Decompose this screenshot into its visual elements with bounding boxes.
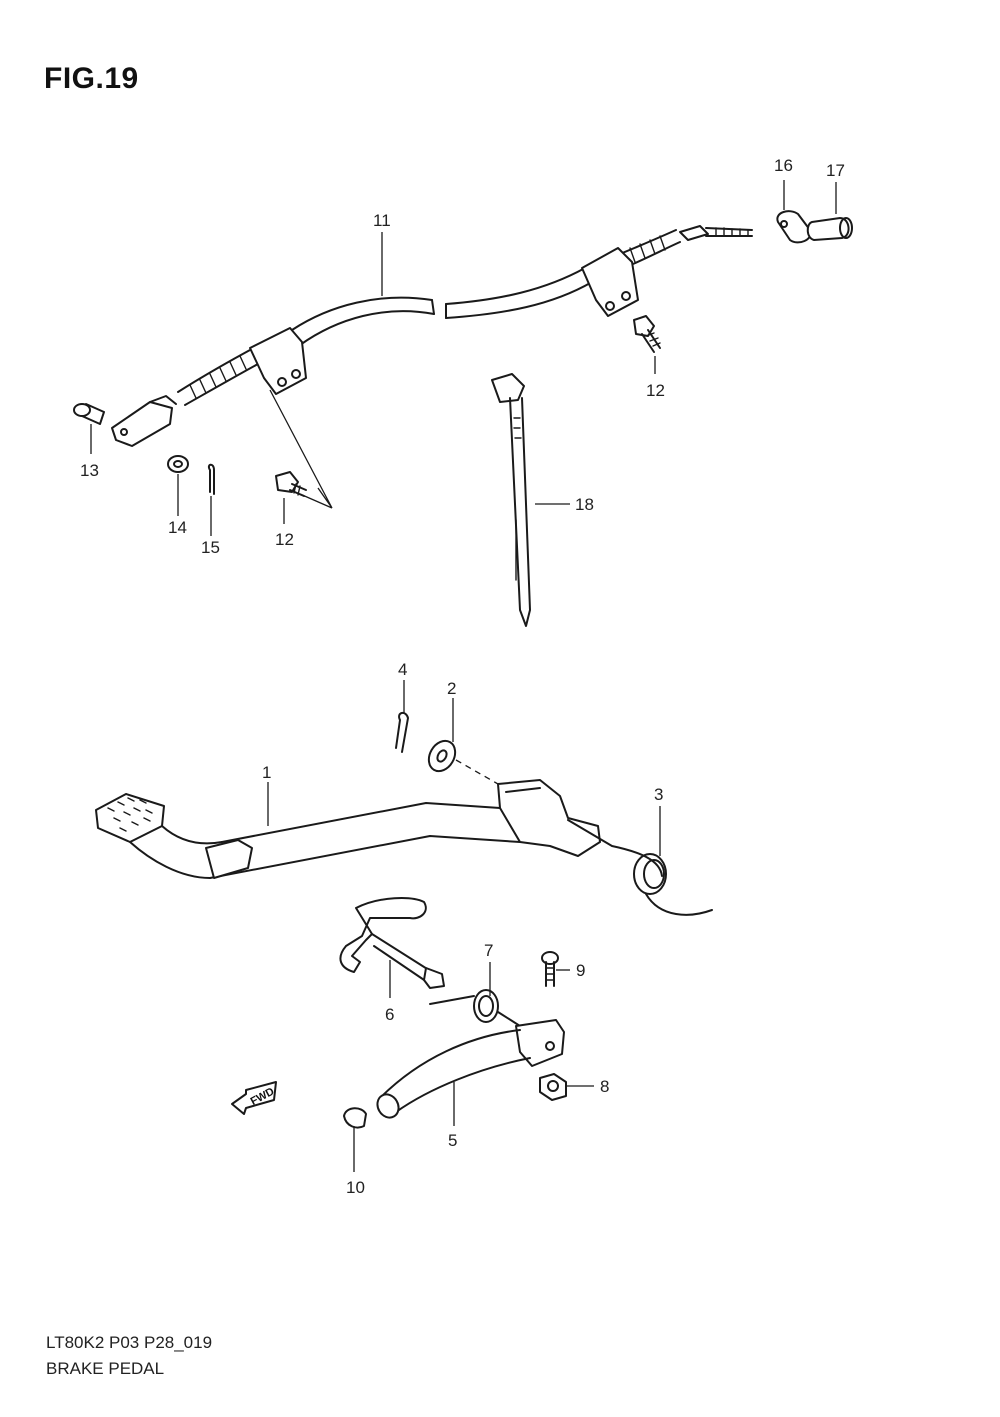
callout-18: 18	[575, 495, 594, 514]
callout-2: 2	[447, 679, 456, 698]
brake-pedal	[95, 779, 601, 879]
cap-10	[343, 1107, 367, 1129]
callout-labels: 1 2 3 4 5 6 7 8 9 10 11 12 12 13 14 15 1…	[80, 156, 845, 1197]
footer-code: LT80K2 P03 P28_019	[46, 1333, 213, 1352]
callout-11: 11	[373, 211, 391, 230]
callout-5: 5	[448, 1131, 457, 1150]
callout-4: 4	[398, 660, 407, 679]
leader-lines	[90, 180, 837, 1172]
callout-13: 13	[80, 461, 99, 480]
return-spring-3	[567, 819, 713, 916]
spring-7	[429, 989, 521, 1027]
callout-9: 9	[576, 961, 585, 980]
pin-13	[73, 403, 105, 425]
pin-17	[806, 217, 853, 241]
bolt-12-lower	[275, 471, 307, 497]
callout-1: 1	[262, 763, 271, 782]
pin-6	[339, 897, 445, 989]
nut-8	[539, 1073, 567, 1101]
footer: LT80K2 P03 P28_019 BRAKE PEDAL	[46, 1330, 212, 1382]
footer-name: BRAKE PEDAL	[46, 1359, 165, 1378]
callout-12-lower: 12	[275, 530, 294, 549]
lever-5	[376, 1019, 565, 1119]
callout-17: 17	[826, 161, 845, 180]
callout-10: 10	[346, 1178, 365, 1197]
figure-title: FIG.19	[44, 62, 139, 95]
callout-16: 16	[774, 156, 793, 175]
bolt-12-upper	[633, 315, 661, 353]
callout-14: 14	[168, 518, 187, 537]
washer-14	[167, 455, 189, 473]
joint-16	[776, 210, 812, 244]
callout-6: 6	[385, 1005, 394, 1024]
washer-2	[427, 739, 499, 785]
cotter-pin-4	[395, 712, 409, 753]
fwd-arrow-icon: FWD	[231, 1081, 277, 1115]
brake-cable	[111, 225, 753, 509]
callout-7: 7	[484, 941, 493, 960]
callout-15: 15	[201, 538, 220, 557]
callout-12-upper: 12	[646, 381, 665, 400]
screw-9	[541, 951, 559, 987]
callout-3: 3	[654, 785, 663, 804]
callout-8: 8	[600, 1077, 609, 1096]
cable-tie-18	[491, 373, 531, 627]
cotter-pin-15	[207, 463, 215, 495]
